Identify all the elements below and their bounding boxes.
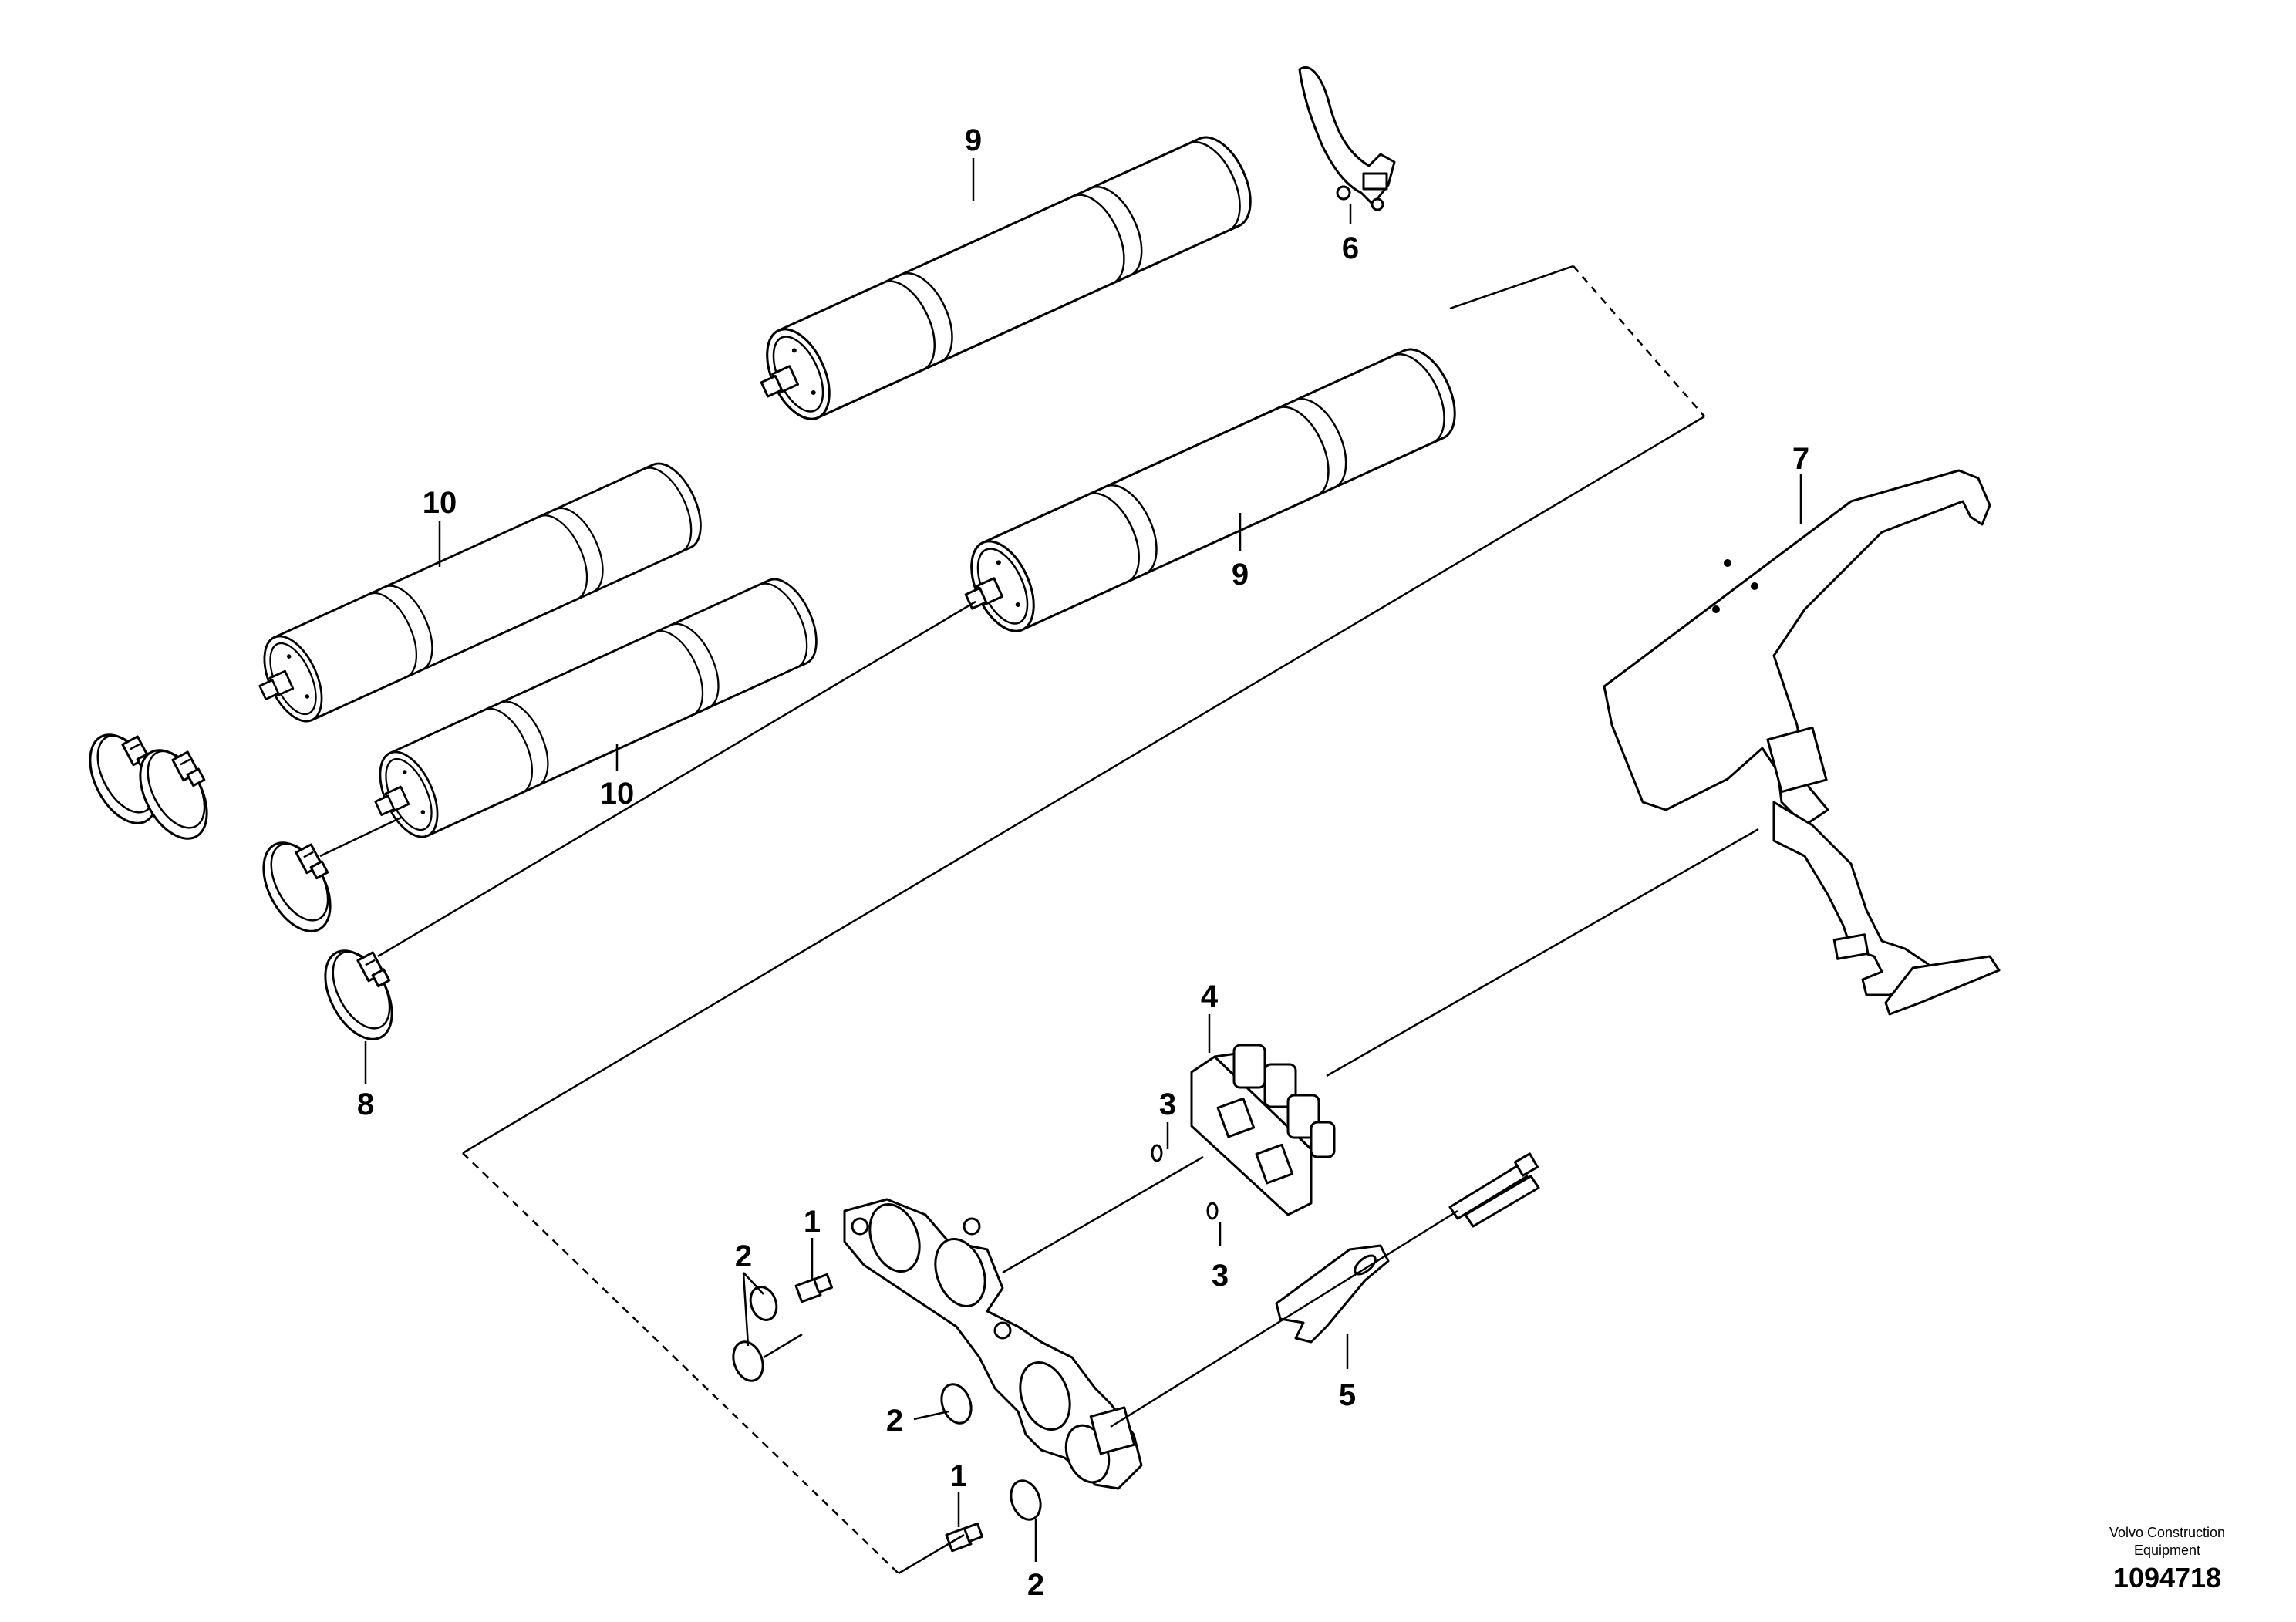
callout-5: 5 [1339, 1378, 1356, 1412]
clamp-8 [310, 936, 413, 1052]
callout-2-middle: 2 [886, 1404, 903, 1438]
callout-labels: 9 6 10 10 9 7 8 4 3 3 5 1 2 2 1 2 [357, 123, 1809, 1602]
bracket-7 [1603, 469, 2001, 1016]
callout-9-upper: 9 [965, 123, 982, 157]
callout-1-upper: 1 [804, 1205, 821, 1239]
hub-assembly [843, 1198, 1143, 1490]
washers [732, 1144, 1219, 1521]
callout-10-lower: 10 [600, 777, 635, 811]
bracket-6 [1298, 66, 1396, 211]
footer-block: Volvo Construction Equipment 1094718 [2109, 1525, 2225, 1593]
callout-1-lower: 1 [950, 1459, 967, 1493]
roller-9-upper [743, 126, 1265, 434]
callout-10-upper: 10 [423, 486, 457, 520]
clamp-middle [248, 828, 351, 944]
bracket-5 [1275, 1244, 1390, 1344]
roller-9-lower [948, 339, 1469, 646]
callout-8: 8 [357, 1088, 374, 1121]
bolts [1448, 1152, 1540, 1228]
clamp-pair [75, 720, 228, 851]
callout-2-lower: 2 [1027, 1568, 1044, 1602]
callout-3-lower: 3 [1212, 1259, 1229, 1293]
callout-7: 7 [1792, 442, 1809, 476]
brand-line-1: Volvo Construction [2109, 1525, 2225, 1540]
leader-lines [364, 158, 1802, 1562]
motor-block-4 [1190, 1044, 1336, 1216]
brand-line-2: Equipment [2134, 1543, 2200, 1558]
callout-2-upper: 2 [735, 1239, 752, 1273]
callout-3-upper: 3 [1159, 1088, 1176, 1121]
callout-6: 6 [1342, 231, 1359, 265]
callout-9-lower: 9 [1232, 558, 1249, 592]
document-number: 1094718 [2113, 1562, 2221, 1593]
small-bolts [794, 1273, 984, 1553]
assembly-lines [319, 265, 1759, 1575]
callout-4: 4 [1201, 980, 1219, 1013]
